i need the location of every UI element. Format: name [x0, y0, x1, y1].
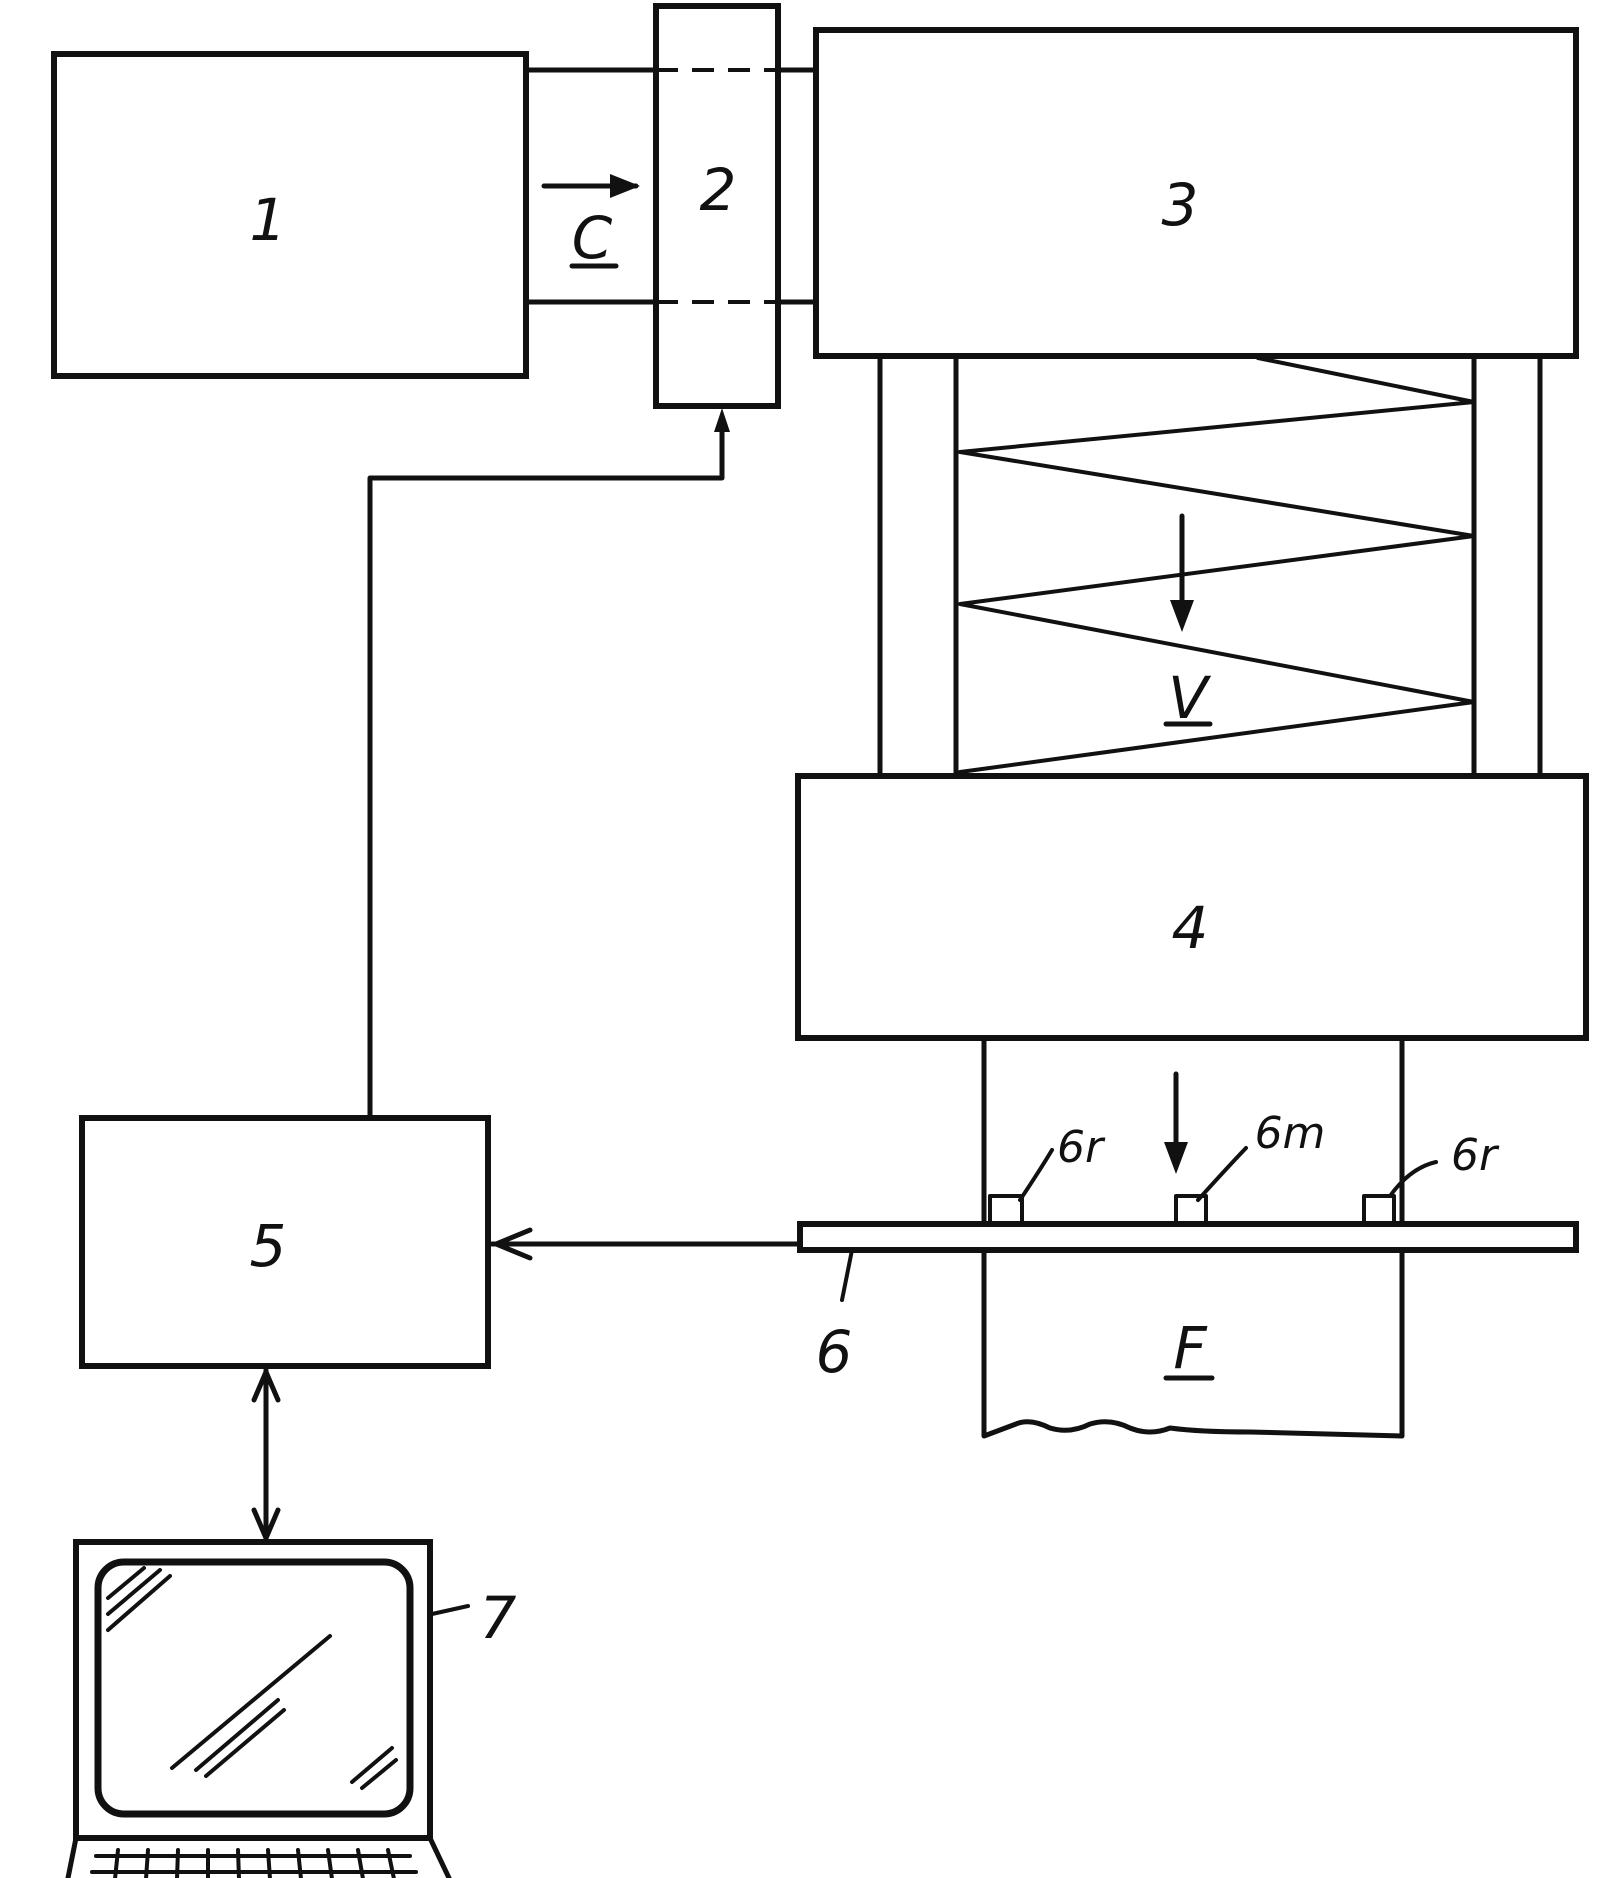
control-line-to-valve	[370, 426, 722, 1118]
sensor-6m-label: 6m	[1255, 1108, 1326, 1159]
sensor-6r-right-label: 6r	[1451, 1130, 1500, 1181]
block-2-label: 2	[700, 156, 737, 224]
block-5-label: 5	[250, 1212, 287, 1280]
sensor-6r-left-label: 6r	[1057, 1122, 1106, 1173]
laptop-keyboard	[84, 1850, 428, 1878]
spring	[960, 358, 1474, 772]
bidirectional-arrow	[254, 1370, 278, 1540]
flow-arrow	[544, 174, 640, 198]
leader-6r-right	[1390, 1162, 1436, 1196]
control-arrow-head	[714, 408, 730, 432]
sensor-bar-label: 6	[816, 1318, 853, 1386]
leader-6m	[1198, 1148, 1246, 1200]
block-1	[54, 54, 526, 376]
block-3-label: 3	[1162, 171, 1199, 239]
leader-6r-left	[1020, 1150, 1052, 1200]
force-f-label: F	[1173, 1314, 1208, 1382]
block-4-label: 4	[1172, 894, 1209, 962]
force-arrow	[1164, 1074, 1188, 1174]
laptop-label: 7	[480, 1584, 517, 1652]
block-1-label: 1	[250, 186, 287, 254]
laptop-leader	[432, 1606, 468, 1614]
laptop-icon	[60, 1542, 468, 1878]
sensor-bar-leader	[842, 1250, 852, 1300]
sensor-bar	[800, 1224, 1576, 1250]
signal-arrow-to-5	[492, 1230, 800, 1258]
flow-c-label: C	[572, 204, 613, 272]
